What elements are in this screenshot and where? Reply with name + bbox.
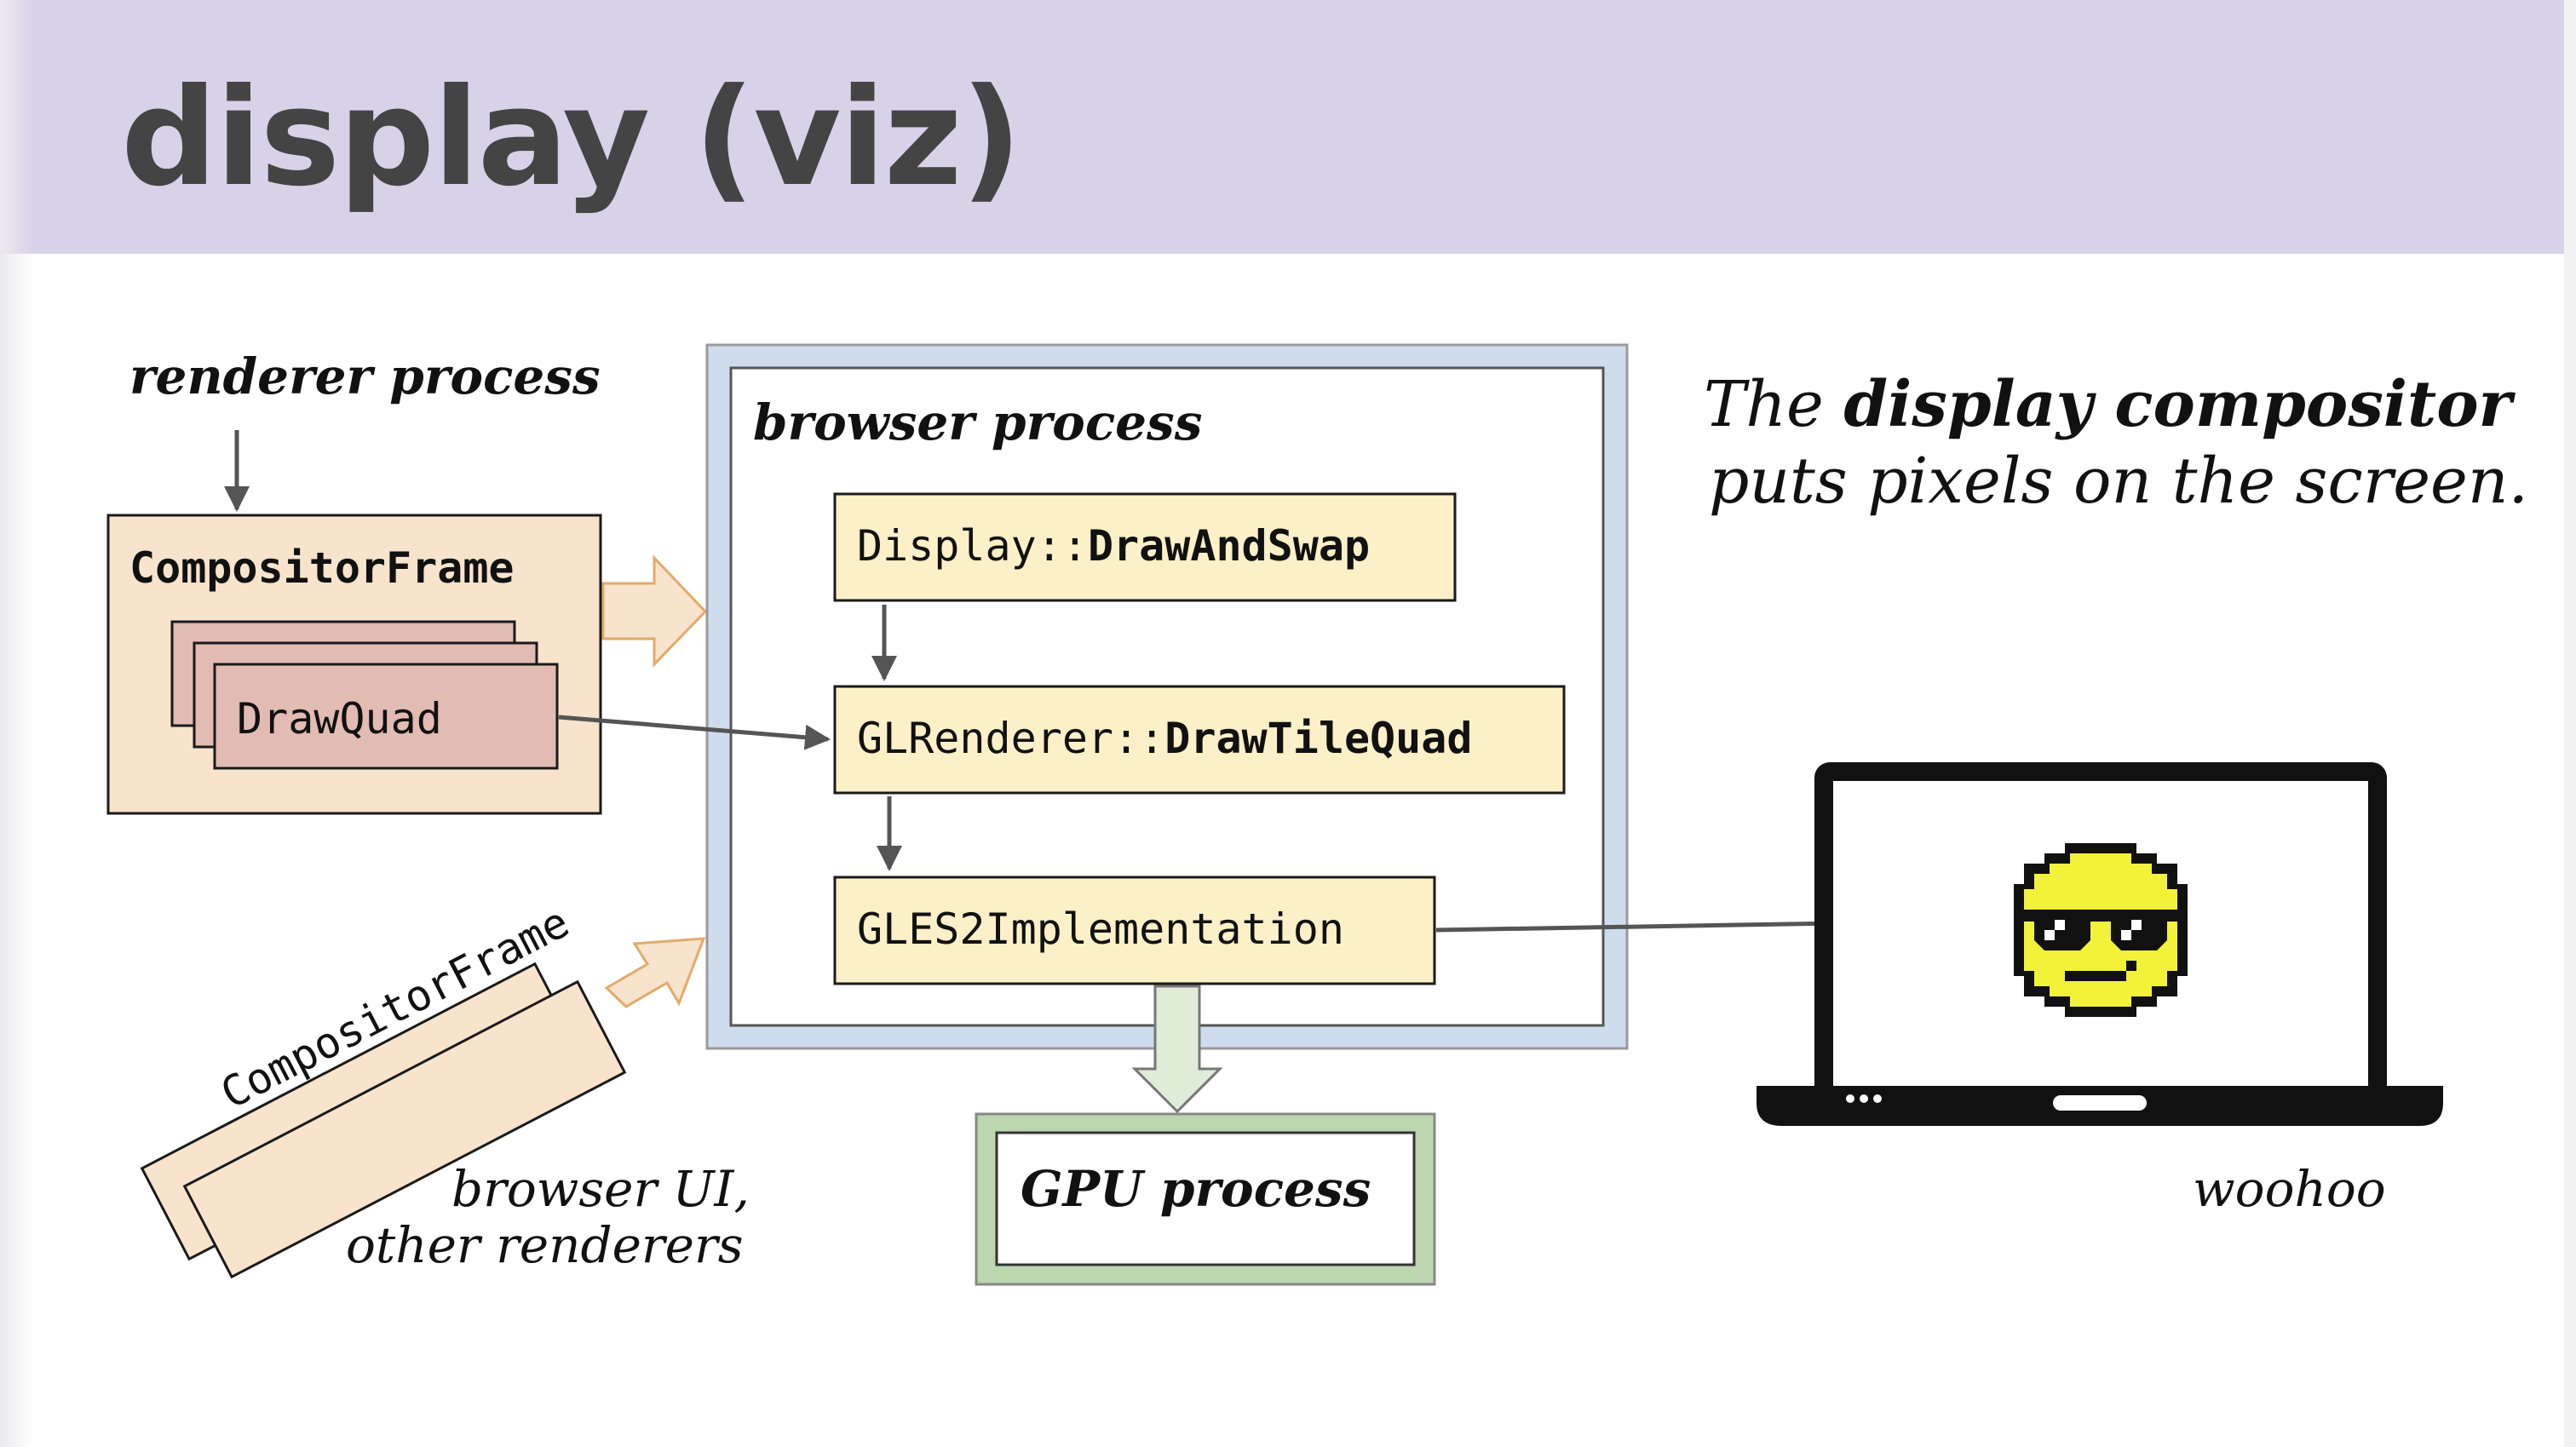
- gpu-process-label: GPU process: [1021, 1160, 1371, 1218]
- description-line-1: The display compositor: [1704, 368, 2512, 441]
- step-drawandswap-method: DrawAndSwap: [1087, 521, 1371, 571]
- renderer-frame-label: CompositorFrame: [129, 543, 515, 593]
- gles2-to-gpu-arrow: [1131, 985, 1223, 1114]
- other-frames-to-browser-arrow: [604, 937, 706, 1008]
- gpu-process-inner: [995, 1131, 1416, 1266]
- screen-caption: woohoo: [2193, 1160, 2386, 1218]
- slide-title: display (viz): [121, 60, 1022, 216]
- other-frame-front: [182, 979, 627, 1279]
- step-drawtilequad-label: GLRenderer::DrawTileQuad: [857, 714, 1472, 763]
- step-drawandswap-prefix: Display::: [857, 521, 1088, 571]
- step-gles2-box: [833, 876, 1436, 985]
- left-shadow: [0, 0, 34, 1447]
- step-drawtilequad-method: DrawTileQuad: [1164, 714, 1473, 763]
- step-gles2-label: GLES2Implementation: [857, 904, 1344, 954]
- frame-to-browser-arrow: [601, 554, 708, 668]
- step-drawandswap-box: [833, 492, 1457, 602]
- drawquad-to-glrenderer-arrow: [558, 715, 831, 750]
- drawquad-label: DrawQuad: [237, 694, 442, 744]
- step-drawtilequad-box: [833, 685, 1566, 795]
- other-renderers-caption-1: browser UI,: [451, 1160, 750, 1218]
- other-renderers-caption-2: other renderers: [346, 1216, 744, 1274]
- description-bold: display compositor: [1843, 368, 2512, 441]
- drawquad-front: [213, 663, 559, 770]
- right-edge: [2564, 0, 2576, 1447]
- description-line-2: puts pixels on the screen.: [1709, 445, 2528, 518]
- other-frame-front-group: [182, 979, 627, 1279]
- renderer-process-label: renderer process: [129, 347, 601, 405]
- step-drawandswap-label: Display::DrawAndSwap: [857, 521, 1370, 571]
- sunglasses-smiley-icon: [2014, 843, 2188, 1017]
- step-drawtilequad-prefix: GLRenderer::: [857, 714, 1165, 763]
- description-prefix: The: [1704, 368, 1844, 441]
- browser-process-label: browser process: [753, 393, 1203, 451]
- title-bar: [0, 0, 2564, 254]
